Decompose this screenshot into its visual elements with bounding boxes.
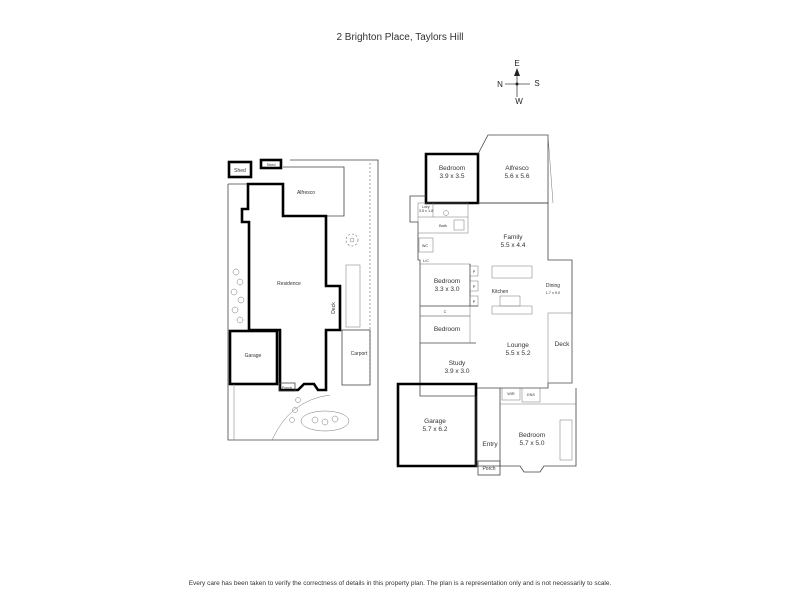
compass-rose-icon: E N S W bbox=[497, 59, 540, 106]
dining-size: 1.7 x 9.0 bbox=[546, 291, 561, 295]
compass-east-label: E bbox=[514, 59, 519, 68]
kitchen-label: Kitchen bbox=[492, 289, 509, 295]
site-shed-1 bbox=[227, 160, 253, 179]
site-plan: Shed Shed Alfresco Residence Deck Garage… bbox=[227, 158, 379, 441]
alfresco-size: 5.6 x 5.6 bbox=[505, 173, 530, 180]
floor-plan: Bedroom 3.9 x 3.5 Alfresco 5.6 x 5.6 Ldr… bbox=[396, 134, 577, 476]
disclaimer-text: Every care has been taken to verify the … bbox=[188, 580, 612, 587]
pantry-1-label: P bbox=[473, 270, 476, 274]
pantry-2-label: P bbox=[473, 285, 476, 289]
site-shed-2 bbox=[259, 158, 283, 170]
family-name: Family bbox=[503, 234, 523, 241]
site-carport-label: Carport bbox=[351, 351, 368, 357]
wir-label: WIR bbox=[507, 392, 515, 396]
linen-cupboard-label: L/C bbox=[423, 259, 429, 263]
study-name: Study bbox=[449, 360, 466, 367]
site-residence-outline bbox=[240, 182, 342, 392]
site-alfresco-label: Alfresco bbox=[297, 190, 315, 196]
robe-label: C bbox=[444, 310, 447, 314]
site-porch-outline bbox=[278, 382, 296, 392]
pantry-3-label: P bbox=[473, 300, 476, 304]
entry-label: Entry bbox=[482, 441, 498, 448]
laundry-name: Ldry bbox=[422, 205, 429, 209]
wc-label: WC bbox=[422, 244, 429, 248]
study-size: 3.9 x 3.0 bbox=[445, 368, 470, 375]
bedroom-2-size: 3.3 x 3.0 bbox=[435, 286, 460, 293]
porch-label: Porch bbox=[482, 466, 495, 472]
plan-title: 2 Brighton Place, Taylors Hill bbox=[336, 32, 464, 43]
bedroom-1-name: Bedroom bbox=[439, 165, 465, 172]
bath-label: Bath bbox=[439, 224, 447, 228]
site-shed-2-label: Shed bbox=[267, 163, 276, 167]
site-carport-outline bbox=[341, 329, 371, 386]
compass-south-label: S bbox=[534, 79, 539, 88]
site-garage-label: Garage bbox=[245, 353, 262, 359]
site-residence-label: Residence bbox=[277, 281, 301, 287]
site-shed-1-label: Shed bbox=[234, 168, 246, 174]
bedroom-3-name: Bedroom bbox=[434, 326, 460, 333]
garage-name: Garage bbox=[424, 418, 446, 425]
house-outer-wall bbox=[409, 195, 573, 397]
site-porch-label: Porch bbox=[282, 386, 292, 390]
family-size: 5.5 x 4.4 bbox=[501, 242, 526, 249]
deck-label: Deck bbox=[555, 341, 571, 348]
bedroom-1-size: 3.9 x 3.5 bbox=[440, 173, 465, 180]
alfresco-name: Alfresco bbox=[505, 165, 529, 172]
bedroom-4-size: 5.7 x 5.0 bbox=[520, 440, 545, 447]
dining-name: Dining bbox=[546, 283, 560, 289]
bedroom-4-name: Bedroom bbox=[519, 432, 545, 439]
site-garage-outline bbox=[228, 329, 279, 386]
compass-west-label: W bbox=[515, 97, 523, 106]
lounge-size: 5.5 x 5.2 bbox=[506, 350, 531, 357]
porch-outline bbox=[477, 460, 501, 476]
lounge-name: Lounge bbox=[507, 342, 529, 349]
laundry-size: 3.5 x 1.8 bbox=[419, 209, 434, 213]
site-boundary bbox=[227, 159, 379, 441]
site-deck-label: Deck bbox=[331, 302, 337, 314]
compass-north-label: N bbox=[497, 80, 503, 89]
bedroom-2-name: Bedroom bbox=[434, 278, 460, 285]
garage-size: 5.7 x 6.2 bbox=[423, 426, 448, 433]
ensuite-label: ENS bbox=[527, 393, 535, 397]
